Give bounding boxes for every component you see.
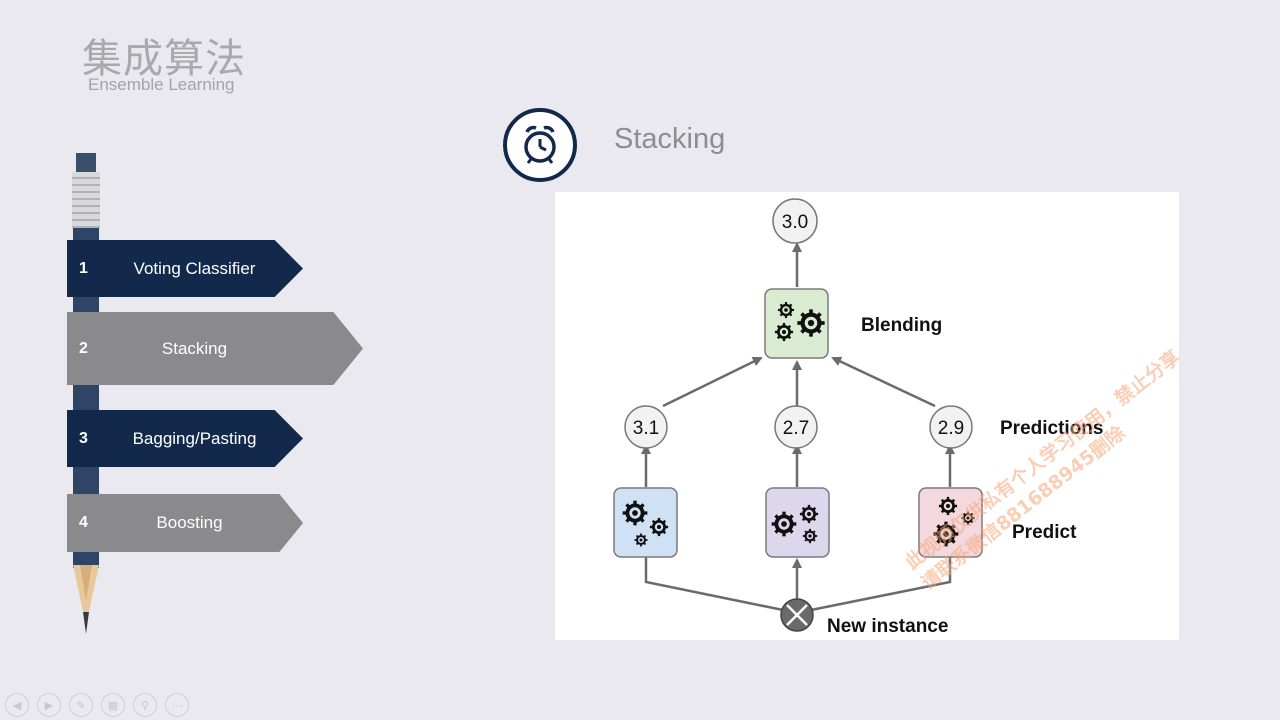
sidebar-item-label: Stacking	[161, 338, 228, 358]
prediction-value: 2.7	[783, 418, 809, 439]
prediction-value: 3.1	[633, 418, 659, 439]
sidebar-item-bagging-pasting[interactable]: 3 Bagging/Pasting	[67, 410, 303, 467]
sidebar-item-voting-classifier[interactable]: 1 Voting Classifier	[67, 240, 303, 297]
pencil-eraser	[76, 153, 96, 173]
slides-icon[interactable]: ▦	[101, 693, 125, 717]
sidebar-item-boosting[interactable]: 4 Boosting	[67, 494, 303, 552]
pencil-tip-icon	[73, 565, 99, 634]
output-value: 3.0	[782, 212, 808, 233]
predictions-label: Predictions	[1000, 418, 1103, 439]
stacking-diagram: 3.0 Blending 3.1 2.7 2.9 Predictions	[555, 192, 1179, 640]
page-title-cn: 集成算法	[82, 36, 246, 82]
presentation-controls: ◀ ▶ ✎ ▦ ⚲ ⋯	[5, 693, 189, 717]
sidebar-item-label: Voting Classifier	[133, 258, 256, 278]
predict-label: Predict	[1012, 522, 1077, 543]
new-instance-node	[780, 598, 814, 632]
prev-icon[interactable]: ◀	[5, 693, 29, 717]
stacking-diagram-svg: 3.0 Blending 3.1 2.7 2.9 Predictions	[613, 198, 1103, 637]
sidebar-item-stacking[interactable]: 2 Stacking	[67, 312, 363, 385]
prediction-node: 2.9	[929, 405, 973, 449]
sidebar-item-label: Bagging/Pasting	[132, 428, 257, 448]
next-icon[interactable]: ▶	[37, 693, 61, 717]
prediction-node: 2.7	[774, 405, 818, 449]
sidebar-item-number: 1	[79, 259, 88, 277]
section-icon-badge	[503, 108, 577, 182]
sidebar-item-number: 2	[79, 339, 88, 357]
predictor-node	[918, 487, 983, 558]
blender-node	[764, 288, 829, 359]
sidebar-item-number: 4	[79, 514, 88, 531]
section-title: Stacking	[614, 123, 726, 155]
pencil-ferrule	[72, 172, 100, 230]
prediction-value: 2.9	[938, 418, 964, 439]
pen-icon[interactable]: ✎	[69, 693, 93, 717]
new-instance-label: New instance	[827, 616, 948, 637]
output-node: 3.0	[772, 198, 818, 244]
more-icon[interactable]: ⋯	[165, 693, 189, 717]
predictor-node	[765, 487, 830, 558]
alarm-clock-icon	[524, 125, 556, 164]
predictor-node	[613, 487, 678, 558]
sidebar-item-label: Boosting	[156, 513, 223, 532]
prediction-node: 3.1	[624, 405, 668, 449]
blending-label: Blending	[861, 315, 942, 336]
page-title-en: Ensemble Learning	[88, 75, 235, 94]
sidebar-item-number: 3	[79, 429, 88, 447]
zoom-icon[interactable]: ⚲	[133, 693, 157, 717]
